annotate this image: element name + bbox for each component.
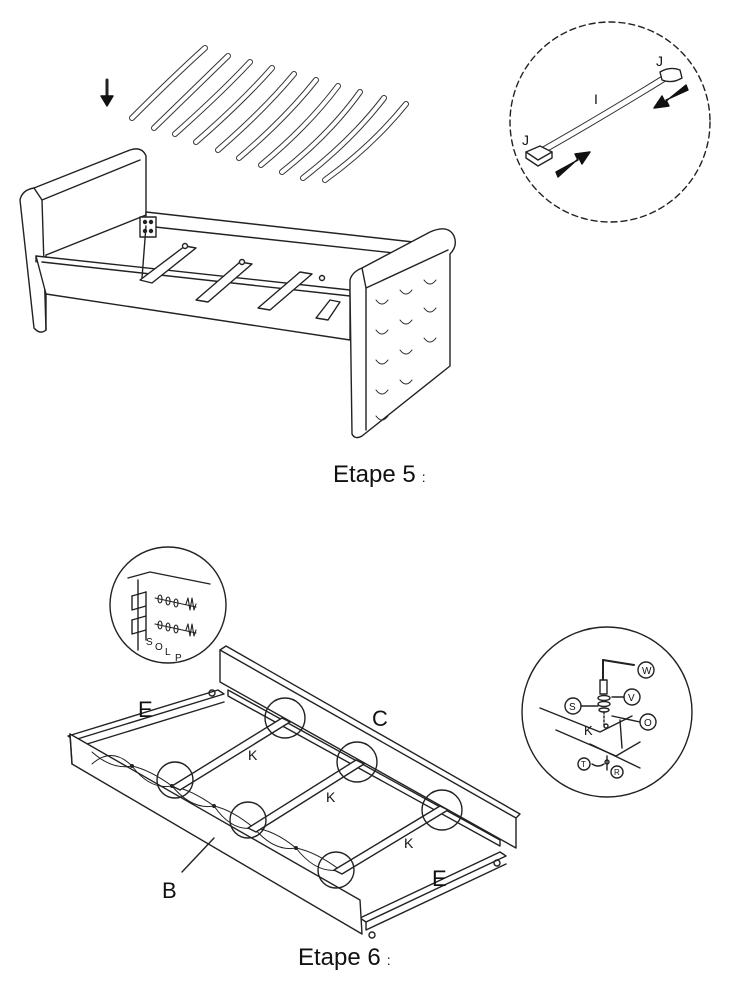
step-5-title: Etape 5: bbox=[333, 461, 426, 489]
label-slat-k1: K bbox=[248, 747, 258, 763]
label-detail-l: L bbox=[165, 647, 171, 658]
label-slat-k3: K bbox=[404, 835, 414, 851]
label-rail-e-bottom: E bbox=[432, 866, 447, 891]
step-6-colon: : bbox=[386, 952, 391, 968]
label-detail-o2: O bbox=[644, 718, 652, 729]
label-detail-p: P bbox=[175, 653, 182, 664]
label-detail-t: T bbox=[581, 760, 586, 769]
label-cap-bottom-j: J bbox=[522, 132, 529, 148]
label-detail-v: V bbox=[628, 693, 635, 704]
label-detail-k: K bbox=[584, 723, 593, 738]
label-slat-i: I bbox=[594, 91, 598, 107]
slat-cap-detail bbox=[509, 21, 711, 223]
down-arrow-icon bbox=[100, 78, 114, 107]
label-detail-s2: S bbox=[569, 702, 576, 713]
bolt-detail-right bbox=[521, 626, 693, 798]
label-detail-o: O bbox=[155, 642, 163, 653]
step-5-title-text: Etape 5 bbox=[333, 461, 416, 488]
label-slat-k2: K bbox=[326, 789, 336, 805]
label-cap-top-j: J bbox=[656, 53, 663, 69]
bed-frame bbox=[19, 148, 457, 439]
bolt-detail-left bbox=[109, 546, 227, 664]
step-6-title: Etape 6: bbox=[298, 944, 391, 972]
label-detail-s: S bbox=[146, 637, 153, 648]
step-6-title-text: Etape 6 bbox=[298, 944, 381, 971]
slats-group bbox=[129, 45, 409, 183]
label-detail-r: R bbox=[614, 768, 620, 777]
label-panel-b: B bbox=[162, 878, 177, 903]
cap-top bbox=[659, 67, 683, 83]
push-arrow-left-icon bbox=[653, 84, 689, 109]
step-5-colon: : bbox=[421, 469, 426, 485]
label-rail-c: C bbox=[372, 706, 388, 731]
push-arrow-right-icon bbox=[555, 151, 591, 178]
label-detail-w: W bbox=[642, 666, 652, 677]
trundle-frame bbox=[67, 645, 521, 939]
label-rail-e-left: E bbox=[138, 697, 153, 722]
